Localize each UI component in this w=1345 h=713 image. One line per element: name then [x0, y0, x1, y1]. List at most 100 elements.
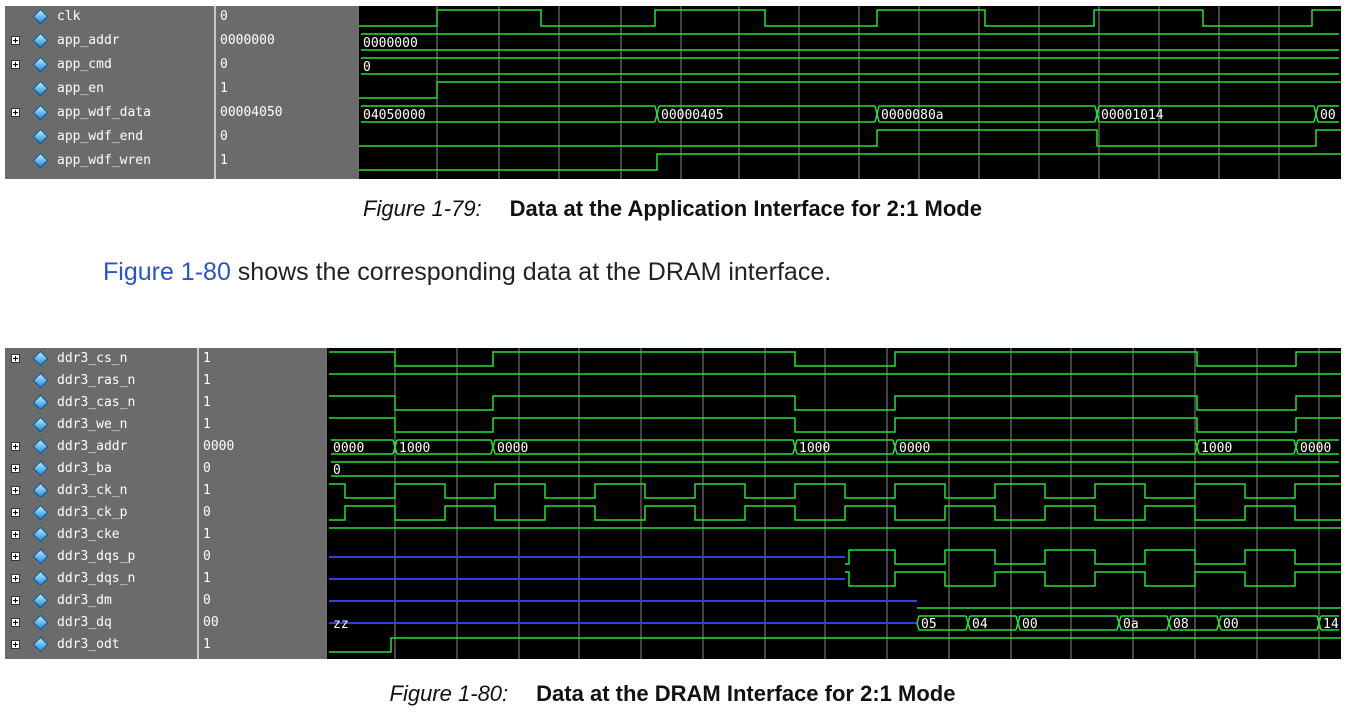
body-paragraph: Figure 1-80 shows the corresponding data…	[103, 258, 831, 287]
signal-row[interactable]: ddr3_odt	[5, 634, 197, 656]
bus-value-label: 08	[1173, 617, 1189, 632]
signal-row[interactable]: ddr3_dqs_p	[5, 546, 197, 568]
signal-trace	[329, 395, 1341, 411]
expand-icon[interactable]	[11, 552, 20, 561]
bus-transition	[1313, 105, 1317, 123]
signal-row[interactable]: app_en	[5, 78, 214, 100]
waveform-ddr3_ba: 0	[331, 461, 1339, 478]
signal-value: 1	[199, 656, 327, 659]
bus-transition	[967, 615, 971, 631]
signal-row[interactable]: ddr3_cas_n	[5, 392, 197, 414]
waveform-ddr3_dm	[329, 600, 1341, 609]
signal-row[interactable]: app_wdf_end	[5, 126, 214, 148]
waveform-ddr3_ck_n	[329, 483, 1341, 499]
figure-caption-1: Figure 1-79:Data at the Application Inte…	[0, 196, 1345, 222]
signal-row[interactable]: ddr3_addr	[5, 436, 197, 458]
expand-icon[interactable]	[11, 36, 20, 45]
expand-icon[interactable]	[11, 60, 20, 69]
signal-row[interactable]: app_wdf_data	[5, 102, 214, 124]
signal-row[interactable]: ddr3_cs_n	[5, 348, 197, 370]
signal-value: 0	[203, 593, 211, 608]
bus-value-label: 00001014	[1101, 108, 1164, 123]
signal-row[interactable]: ddr3_ck_n	[5, 480, 197, 502]
expand-icon[interactable]	[11, 596, 20, 605]
signal-value: 1	[220, 81, 228, 96]
signal-name: ddr3_we_n	[57, 417, 128, 432]
signal-value: 1	[203, 571, 211, 586]
expand-icon[interactable]	[11, 508, 20, 517]
expand-icon[interactable]	[11, 442, 20, 451]
bus-value-label: 1000	[399, 441, 430, 456]
waveform-ddr3_cas_n	[329, 395, 1341, 411]
figure-caption-2: Figure 1-80:Data at the DRAM Interface f…	[0, 681, 1345, 707]
expand-icon[interactable]	[11, 464, 20, 473]
expand-icon[interactable]	[11, 354, 20, 363]
signal-row[interactable]: ddr3_cke	[5, 524, 197, 546]
bus-transition	[1315, 105, 1319, 123]
bus-transition	[1015, 615, 1019, 631]
bus-transition	[916, 615, 920, 631]
bus-transition	[1096, 105, 1100, 123]
signal-name: app_wdf_wren	[57, 153, 151, 168]
bus-value-label: 00	[1223, 617, 1239, 632]
bus-value-label: zz	[333, 617, 349, 632]
bus-value-label: 04050000	[363, 108, 426, 123]
bus-transition	[1094, 105, 1098, 123]
figure-link[interactable]: Figure 1-80	[103, 258, 231, 286]
signal-name: app_en	[57, 81, 104, 96]
signal-trace	[845, 549, 1341, 565]
signal-value: 1	[203, 417, 211, 432]
signal-trace	[359, 129, 1341, 147]
signal-row[interactable]: ddr3_dm	[5, 590, 197, 612]
bus-transition	[492, 439, 496, 455]
signal-trace	[359, 153, 1341, 171]
bus-transition	[394, 439, 398, 455]
bus-value-label: 05	[921, 617, 937, 632]
signal-value: 0	[220, 9, 228, 24]
expand-icon[interactable]	[11, 486, 20, 495]
signal-row[interactable]: ddr3_dqs_n	[5, 568, 197, 590]
expand-icon[interactable]	[11, 530, 20, 539]
signal-row[interactable]: app_addr	[5, 30, 214, 52]
bus-transition	[894, 439, 898, 455]
bus-value-label: 04	[972, 617, 988, 632]
signal-row[interactable]: clk	[5, 6, 214, 28]
bus-value-label: 0a	[1123, 617, 1139, 632]
waveform-app_cmd: 0	[361, 57, 1339, 75]
bus-transition	[874, 105, 878, 123]
expand-icon[interactable]	[11, 618, 20, 627]
signal-value: 1	[203, 373, 211, 388]
signal-trace	[329, 417, 1341, 433]
signal-row[interactable]: ddr3_we_n	[5, 414, 197, 436]
signal-value: 0000	[203, 439, 235, 454]
signal-row[interactable]: app_wdf_wren	[5, 150, 214, 172]
signal-row[interactable]: ddr3_ck_p	[5, 502, 197, 524]
signal-trace	[329, 351, 1341, 367]
bus-transition	[965, 615, 969, 631]
caption-number: Figure 1-79:	[363, 196, 482, 221]
signal-row[interactable]: ddr3_ras_n	[5, 370, 197, 392]
signal-trace	[329, 505, 1341, 521]
waveform-ddr3_ck_p	[329, 505, 1341, 521]
bus-value-label: 0000	[497, 441, 528, 456]
signal-row[interactable]: ddr3_ba	[5, 458, 197, 480]
signal-value: 1	[203, 637, 211, 652]
paragraph-text: shows the corresponding data at the DRAM…	[230, 258, 832, 286]
signal-row[interactable]: app_cmd	[5, 54, 214, 76]
expand-icon[interactable]	[11, 640, 20, 649]
signal-trace	[359, 81, 1341, 99]
bus-transition	[794, 439, 798, 455]
expand-icon[interactable]	[11, 108, 20, 117]
waveform-app_wdf_end	[359, 129, 1341, 147]
signal-row[interactable]: ddr3_reset_n	[5, 656, 197, 659]
expand-icon[interactable]	[11, 574, 20, 583]
bus-transition	[1166, 615, 1170, 631]
signal-name: ddr3_dqs_p	[57, 549, 136, 564]
signal-trace	[845, 571, 1341, 587]
signal-name: ddr3_cas_n	[57, 395, 136, 410]
signal-row[interactable]: ddr3_dq	[5, 612, 197, 634]
